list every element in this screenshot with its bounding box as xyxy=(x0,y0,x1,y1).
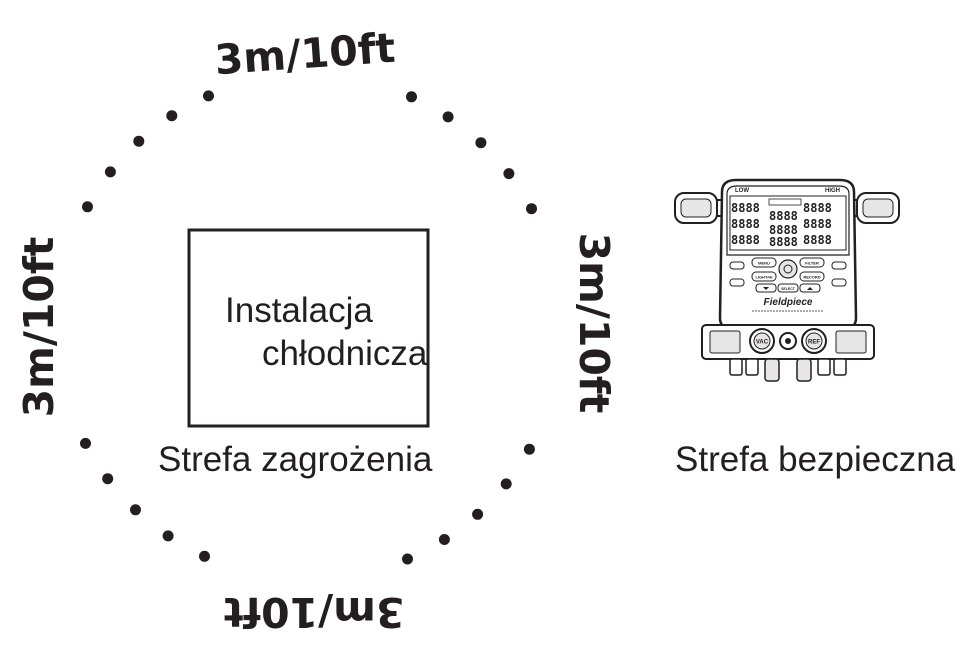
perimeter-dot xyxy=(526,203,537,215)
right-handle xyxy=(852,192,900,224)
lcd-digits-high-2: 8888 xyxy=(803,217,832,231)
safe-zone-label: Strefa bezpieczna xyxy=(675,440,956,479)
light-button[interactable] xyxy=(751,271,777,282)
perimeter-dot xyxy=(500,478,512,490)
refrigeration-installation-box xyxy=(187,228,430,428)
danger-zone-label: Strefa zagrożenia xyxy=(158,440,433,479)
right-soft-key-1[interactable] xyxy=(831,261,847,270)
left-handle xyxy=(674,192,722,224)
perimeter-dot xyxy=(475,137,487,149)
button-panel: MENU FILTER LIGHT/Hi RECORD SELECT xyxy=(729,257,847,293)
installation-label-line1: Instalacja xyxy=(225,291,373,330)
perimeter-dot xyxy=(203,90,214,102)
perimeter-dot xyxy=(199,550,210,562)
lcd-digits-center-1: 8888 xyxy=(769,209,798,223)
lcd-digits-center-2: 8888 xyxy=(769,223,798,237)
left-soft-key-2[interactable] xyxy=(729,278,745,287)
lcd-digits-center-3: 8888 xyxy=(769,235,798,249)
menu-button[interactable] xyxy=(751,257,777,268)
perimeter-dot xyxy=(133,135,145,147)
right-port-housing xyxy=(835,330,867,354)
perimeter-dot xyxy=(130,504,141,516)
select-button[interactable] xyxy=(777,283,799,293)
down-arrow-icon xyxy=(763,287,769,290)
left-port-housing xyxy=(709,330,741,354)
vac-knob-label: VAC xyxy=(756,340,769,346)
perimeter-dot xyxy=(104,166,116,178)
lcd-digits-low-2: 8888 xyxy=(731,217,760,231)
right-soft-key-2[interactable] xyxy=(831,278,847,287)
installation-label-line2: chłodnicza xyxy=(262,334,428,373)
distance-label-right: 3m/10ft xyxy=(570,233,618,414)
perimeter-dot xyxy=(80,437,91,449)
distance-label-top: 3m/10ft xyxy=(213,24,397,84)
lcd-digits-high-1: 8888 xyxy=(803,201,832,215)
perimeter-dot xyxy=(503,168,515,180)
power-button[interactable] xyxy=(778,259,798,279)
perimeter-dot xyxy=(442,111,454,123)
lcd-digits-low-1: 8888 xyxy=(731,201,760,215)
bottom-fittings xyxy=(729,358,847,382)
perimeter-dot xyxy=(523,443,535,455)
vac-knob[interactable]: VAC xyxy=(749,328,775,354)
brand-logo: Fieldpiece xyxy=(764,297,813,308)
ref-knob-label: REF xyxy=(808,340,820,346)
perimeter-dot xyxy=(402,553,413,565)
perimeter-dot xyxy=(166,110,178,122)
perimeter-dot xyxy=(406,91,417,103)
ref-knob[interactable]: REF xyxy=(801,328,827,354)
up-arrow-icon xyxy=(807,287,813,290)
low-side-label: LOW xyxy=(735,188,749,194)
distance-label-bottom: 3m/10ft xyxy=(224,588,405,636)
perimeter-dot xyxy=(102,473,114,485)
filter-button-label: FILTER xyxy=(805,261,819,266)
manifold-gauge-illustration: LOW HIGH 8888 8888 8888 8888 8888 8888 8… xyxy=(674,178,900,382)
distance-label-left: 3m/10ft xyxy=(15,237,63,418)
select-button-label: SELECT xyxy=(781,287,796,291)
lcd-digits-high-3: 8888 xyxy=(803,233,832,247)
record-button-label: RECORD xyxy=(803,275,820,280)
perimeter-dot xyxy=(82,201,93,213)
lcd-center-segments: 8888 8888 8888 xyxy=(768,198,802,249)
record-button[interactable] xyxy=(799,271,825,282)
menu-button-label: MENU xyxy=(758,261,770,266)
light-button-label: LIGHT/Hi xyxy=(755,275,772,280)
perimeter-dot xyxy=(162,530,174,542)
center-port xyxy=(779,332,797,350)
perimeter-dot xyxy=(438,534,450,545)
filter-button[interactable] xyxy=(799,257,825,268)
danger-perimeter-dots xyxy=(80,90,537,565)
high-side-label: HIGH xyxy=(825,188,840,194)
power-icon xyxy=(783,264,793,274)
left-soft-key-1[interactable] xyxy=(729,261,745,270)
perimeter-dot xyxy=(472,508,484,520)
lcd-digits-low-3: 8888 xyxy=(731,233,760,247)
